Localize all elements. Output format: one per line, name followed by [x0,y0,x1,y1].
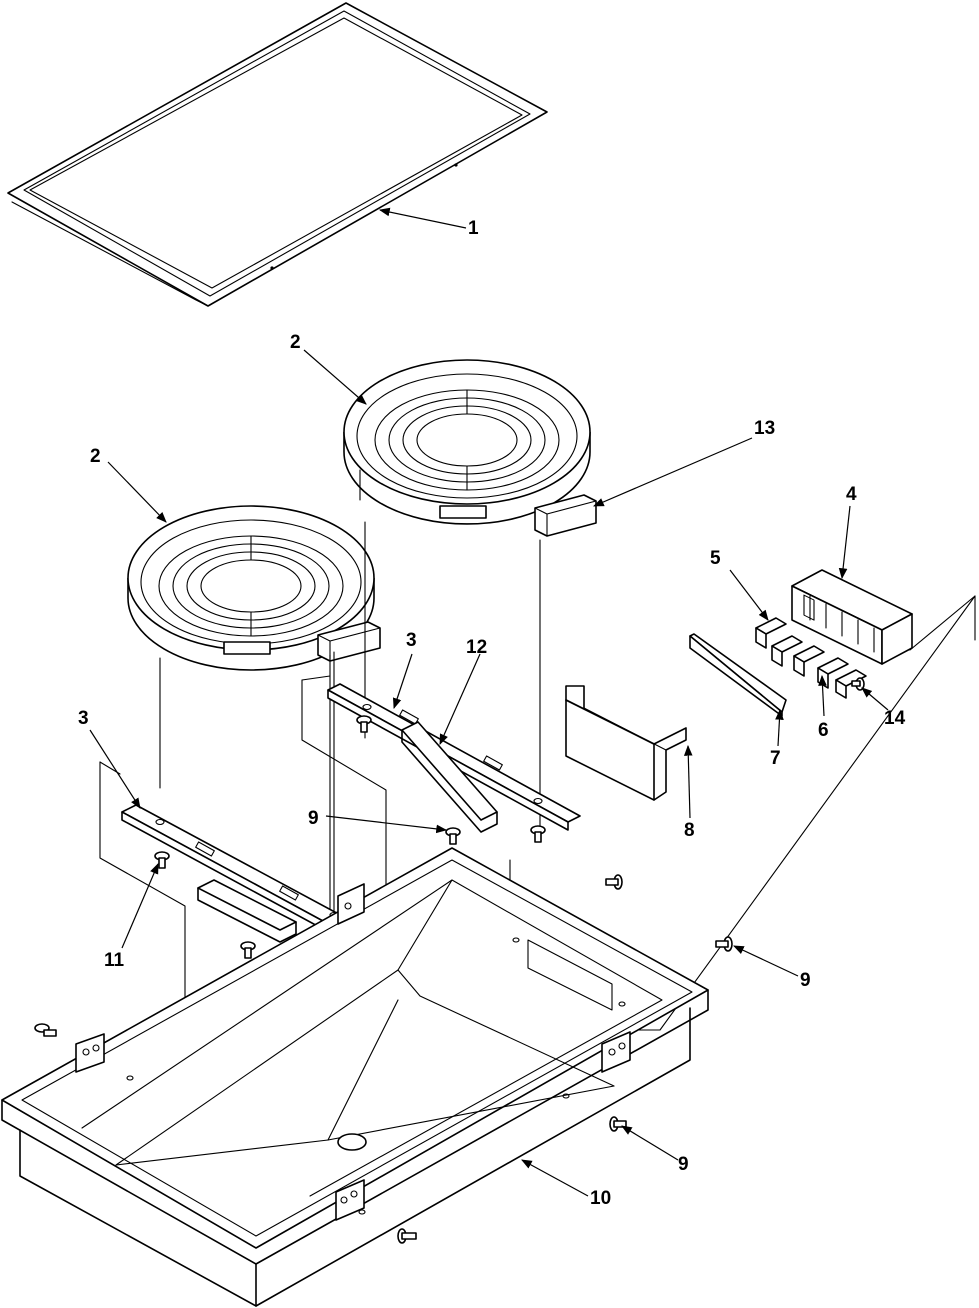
callout-2-rear: 2 [290,332,301,353]
screw [605,874,623,890]
terminal-clips-part [755,617,867,699]
screw [609,1116,627,1132]
small-screw-part [851,677,865,691]
callout-5: 5 [710,548,721,569]
screw [715,936,733,952]
terminal-block-part [791,569,913,665]
channel-bracket-part [197,721,498,943]
callout-8: 8 [684,820,695,841]
callout-11: 11 [104,950,125,971]
screw [397,1228,417,1244]
screw [445,827,461,845]
callout-7: 7 [770,748,781,769]
mounting-bracket-part [565,685,687,801]
screw [356,715,372,733]
callout-3-rear: 3 [406,630,417,651]
screw [530,825,546,843]
base-pan-part [1,847,709,1307]
callout-9-lower: 9 [678,1154,689,1175]
callout-3-front: 3 [78,708,89,729]
screw [240,941,256,959]
leader-lines [89,207,889,1197]
insulator-strip-part [689,633,787,717]
rear-heating-element-part [343,359,597,537]
screw [154,851,170,869]
callout-9-right: 9 [800,970,811,991]
rear-support-bracket-part [327,683,581,831]
screw [34,1023,57,1037]
callout-12: 12 [466,637,487,658]
callout-10: 10 [590,1188,611,1209]
glass-cooktop-part [7,2,548,307]
callout-4: 4 [846,484,857,505]
callout-6: 6 [818,720,829,741]
front-heating-element-part [127,505,381,671]
callout-1: 1 [468,218,479,239]
callout-13: 13 [754,418,775,439]
callout-2-front: 2 [90,446,101,467]
callout-14: 14 [884,708,906,729]
callout-9-center: 9 [308,808,319,829]
callout-labels: 1 2 2 13 4 5 12 3 3 14 6 7 8 9 11 9 9 10 [78,218,906,1209]
